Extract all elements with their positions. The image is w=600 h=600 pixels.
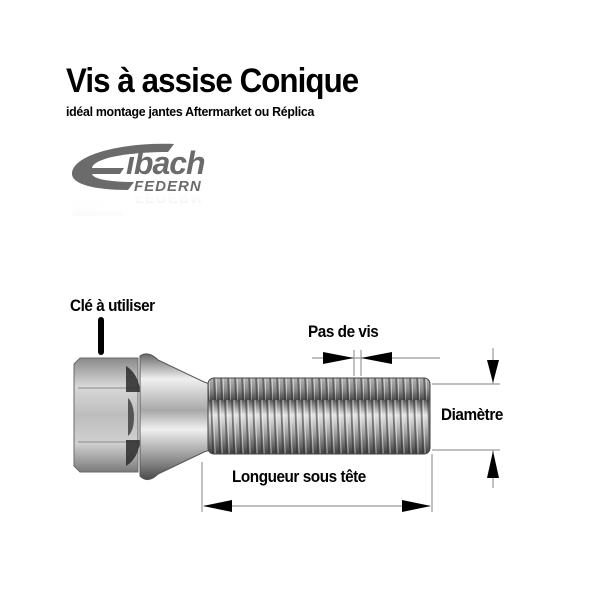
svg-text:FEDERN: FEDERN bbox=[134, 189, 202, 206]
wrench-indicator bbox=[98, 317, 104, 355]
conical-seat bbox=[139, 353, 211, 481]
svg-text:ibach: ibach bbox=[126, 145, 205, 181]
length-label: Longueur sous tête bbox=[232, 467, 366, 486]
page-subtitle: idéal montage jantes Aftermarket ou Répl… bbox=[66, 104, 315, 119]
eibach-logo: ibach FEDERN FEDERN bbox=[72, 143, 206, 216]
wrench-label: Clé à utiliser bbox=[70, 296, 155, 315]
hex-head bbox=[73, 357, 140, 473]
thread-pitch-label: Pas de vis bbox=[308, 322, 379, 341]
threaded-shaft bbox=[207, 377, 431, 455]
svg-text:FEDERN: FEDERN bbox=[134, 178, 202, 195]
length-dimension bbox=[201, 454, 433, 512]
page-title: Vis à assise Conique bbox=[66, 62, 359, 100]
diameter-label: Diamètre bbox=[441, 405, 503, 424]
